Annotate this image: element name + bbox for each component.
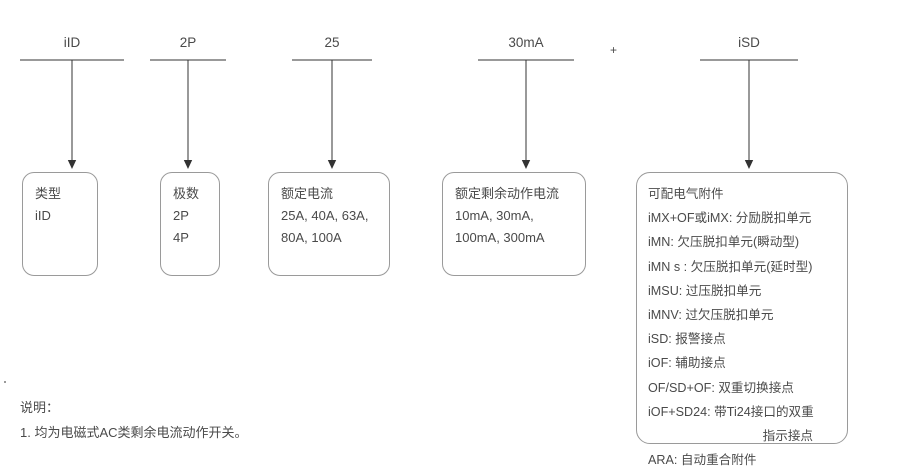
rated-current-box: 额定电流 25A, 40A, 63A, 80A, 100A [268, 172, 390, 276]
accessories-box-line: iMN s : 欠压脱扣单元(延时型) [648, 259, 813, 274]
accessories-box-line: iMNV: 过欠压脱扣单元 [648, 308, 774, 323]
residual-current-box-line: 100mA, 300mA [455, 230, 545, 245]
footnote-line: 1. 均为电磁式AC类剩余电流动作开关。 [20, 425, 248, 440]
plus-symbol: + [610, 43, 618, 57]
footnote-line: 说明： [20, 400, 60, 415]
accessories-box-line: iSD: 报警接点 [648, 332, 726, 347]
residual-current-box-line: 10mA, 30mA, [455, 208, 534, 223]
rated-current-box-line: 80A, 100A [281, 230, 342, 245]
poles-box: 极数 2P 4P [160, 172, 220, 276]
accessories-box-line: iOF: 辅助接点 [648, 356, 726, 371]
accessories-box-line: iMX+OF或iMX: 分励脱扣单元 [648, 211, 812, 226]
residual-code-arrow-head [521, 160, 531, 169]
poles-box-line: 极数 [173, 186, 200, 201]
type-code: iID [63, 35, 81, 50]
type-code-arrow-head [67, 160, 77, 169]
accessories-box: 可配电气附件 iMX+OF或iMX: 分励脱扣单元 iMN: 欠压脱扣单元(瞬动型)… [636, 172, 848, 467]
footnote-block: 说明： 1. 均为电磁式AC类剩余电流动作开关。 [20, 395, 450, 445]
accessories-box-line: iMSU: 过压脱扣单元 [648, 283, 762, 298]
accessories-box-line: 指示接点 [762, 429, 813, 444]
type-box-line: 类型 [35, 186, 62, 201]
stray-dot-artifact [4, 381, 6, 383]
residual-code: 30mA [508, 35, 544, 50]
poles-code: 2P [179, 35, 197, 50]
poles-code-arrow-head [183, 160, 193, 169]
poles-box-line: 4P [173, 230, 189, 245]
rated-current-box-line: 额定电流 [281, 186, 334, 201]
residual-current-box-line: 额定剩余动作电流 [455, 186, 560, 201]
poles-box-line: 2P [173, 208, 189, 223]
rated-current-box-line: 25A, 40A, 63A, [281, 208, 369, 223]
accessory-code: iSD [738, 35, 760, 50]
accessories-box-line: 可配电气附件 [648, 187, 724, 201]
current-code: 25 [324, 35, 340, 50]
accessories-box-line: iMN: 欠压脱扣单元(瞬动型) [648, 235, 800, 250]
type-box: 类型 iID [22, 172, 98, 276]
accessory-code-arrow-head [744, 160, 754, 169]
residual-current-box: 额定剩余动作电流 10mA, 30mA, 100mA, 300mA [442, 172, 586, 276]
accessories-box-line: iOF+SD24: 带Ti24接口的双重 [648, 404, 814, 419]
type-box-line: iID [35, 208, 51, 223]
accessories-box-line: OF/SD+OF: 双重切换接点 [648, 380, 794, 395]
accessories-box-line: ARA: 自动重合附件 [648, 453, 757, 468]
current-code-arrow-head [327, 160, 337, 169]
